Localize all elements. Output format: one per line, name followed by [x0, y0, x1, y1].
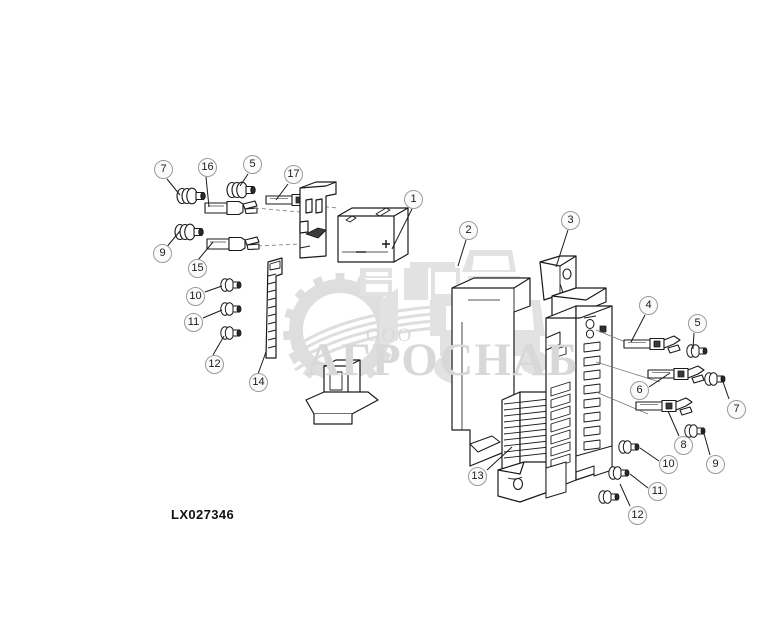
callout-11[interactable]: 11: [648, 482, 667, 501]
part-15-terminal: [206, 236, 260, 252]
left-parts-group: [174, 181, 409, 425]
part-1-relay-housing: [299, 181, 337, 259]
callout-17[interactable]: 17: [284, 165, 303, 184]
callout-12[interactable]: 12: [628, 506, 647, 525]
part-bracket-foot: [305, 359, 379, 425]
callout-14[interactable]: 14: [249, 373, 268, 392]
part-10-wire-seal-right: [618, 440, 640, 454]
callout-5[interactable]: 5: [243, 155, 262, 174]
part-11-wire-seal: [220, 302, 242, 316]
part-11-wire-seal-right: [608, 466, 630, 480]
callout-4[interactable]: 4: [639, 296, 658, 315]
part-12-wire-seal: [220, 326, 242, 340]
leader-line-11: [629, 473, 649, 489]
callout-10[interactable]: 10: [186, 287, 205, 306]
leader-line-11: [202, 309, 223, 319]
leader-line-6: [648, 372, 671, 388]
leader-line-4: [630, 314, 646, 343]
watermark-brand-text: АГРОСНАБ: [306, 334, 579, 386]
part-16-terminal: [204, 200, 258, 216]
callout-11[interactable]: 11: [184, 313, 203, 332]
part-fuse-box-housing: [545, 305, 613, 499]
callout-8[interactable]: 8: [674, 436, 693, 455]
leader-line-3: [555, 229, 569, 268]
part-9-wire-seal-right: [684, 424, 706, 438]
callout-16[interactable]: 16: [198, 158, 217, 177]
callout-1[interactable]: 1: [404, 190, 423, 209]
leader-line-5: [692, 332, 695, 350]
leader-line-14: [257, 351, 267, 375]
watermark-ooo-text: ООО: [366, 325, 414, 346]
part-12-wire-seal-right: [598, 490, 620, 504]
leader-line-7: [720, 375, 730, 400]
leader-line-5: [239, 173, 249, 187]
leader-line-10: [204, 285, 223, 293]
leader-line-2: [457, 239, 467, 267]
leader-line-12: [212, 335, 225, 356]
callout-3[interactable]: 3: [561, 211, 580, 230]
callout-9[interactable]: 9: [706, 455, 725, 474]
part-10-wire-seal: [220, 278, 242, 292]
leader-line-1: [391, 208, 413, 250]
callout-13[interactable]: 13: [468, 467, 487, 486]
leader-line-10: [639, 447, 660, 462]
callout-9[interactable]: 9: [153, 244, 172, 263]
part-number-label: LX027346: [171, 507, 235, 522]
callout-15[interactable]: 15: [188, 259, 207, 278]
leader-line-7: [166, 178, 181, 196]
part-7-wire-seal: [176, 187, 206, 205]
leader-line-15: [197, 241, 214, 261]
leader-line-12: [619, 483, 631, 507]
part-1-relay-body: [337, 207, 409, 263]
callout-5[interactable]: 5: [688, 314, 707, 333]
callout-7[interactable]: 7: [154, 160, 173, 179]
callout-7[interactable]: 7: [727, 400, 746, 419]
part-5-wire-seal-right: [686, 344, 708, 358]
leader-line-16: [205, 176, 210, 208]
leader-line-17: [275, 183, 289, 201]
callout-10[interactable]: 10: [659, 455, 678, 474]
leader-line-9: [702, 429, 711, 456]
right-parts-group: [451, 255, 726, 504]
part-6-terminal: [647, 365, 705, 384]
leader-line-8: [667, 410, 680, 437]
callout-2[interactable]: 2: [459, 221, 478, 240]
callout-6[interactable]: 6: [630, 381, 649, 400]
leader-line-13: [486, 446, 513, 471]
callout-12[interactable]: 12: [205, 355, 224, 374]
callout-leader-lines: [164, 173, 730, 507]
part-14-contact-retainer: [265, 257, 283, 359]
